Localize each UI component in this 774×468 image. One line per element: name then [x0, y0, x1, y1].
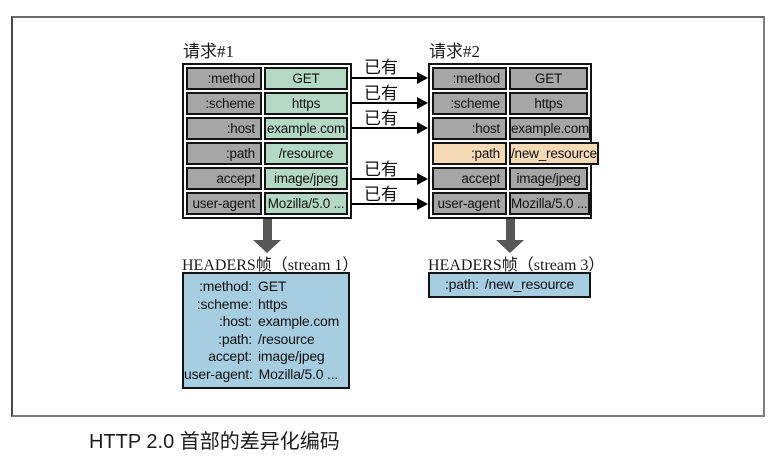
frame-key: accept:	[208, 348, 252, 364]
table-row: accept image/jpeg	[186, 167, 348, 190]
header-key: user-agent	[432, 192, 507, 215]
table-row: :host example.com	[432, 117, 592, 140]
frame-key: user-agent:	[184, 365, 253, 382]
arrow-label: 已有	[364, 58, 398, 77]
header-key: :method	[186, 67, 262, 90]
frame-value: example.com	[258, 313, 340, 329]
table-row: :scheme https	[432, 92, 588, 115]
header-value: GET	[264, 67, 348, 90]
arrow-label: 已有	[364, 185, 398, 204]
header-key: :host	[432, 117, 507, 140]
frame-key: :scheme:	[196, 295, 252, 312]
arrow-down-icon	[496, 219, 524, 253]
header-key: :scheme	[432, 92, 507, 115]
table-row: user-agent Mozilla/5.0 ...	[186, 192, 348, 215]
table-row: :host example.com	[186, 117, 348, 140]
header-value: /resource	[264, 142, 348, 165]
frame3-title: HEADERS帧（stream 3）	[428, 257, 605, 274]
header-key: :host	[186, 117, 262, 140]
arrow-down-icon	[253, 219, 281, 253]
frame-line: :path: /resource	[184, 331, 348, 349]
table-row: :path /resource	[186, 142, 348, 165]
frame-key: :path:	[218, 330, 252, 347]
header-value: Mozilla/5.0 ...	[264, 192, 348, 215]
request1-title: 请求#1	[183, 42, 234, 61]
arrow-label: 已有	[364, 84, 398, 103]
frame-value: https	[258, 295, 288, 312]
arrow-right-icon	[352, 122, 428, 134]
frame-key: :path:	[444, 276, 479, 293]
header-key: :path	[432, 142, 507, 165]
header-value: example.com	[264, 117, 348, 140]
header-key: accept	[186, 167, 262, 190]
header-value: Mozilla/5.0 ...	[509, 192, 590, 215]
header-key: :path	[186, 142, 262, 165]
frame-line: :host: example.com	[184, 313, 348, 331]
header-key: user-agent	[186, 192, 262, 215]
frame3-box: :path: /new_resource	[428, 272, 591, 298]
request2-title: 请求#2	[429, 42, 480, 61]
header-value: image/jpeg	[264, 167, 348, 190]
arrow-label: 已有	[364, 109, 398, 128]
frame-line: user-agent: Mozilla/5.0 ...	[184, 366, 348, 384]
frame1-title: HEADERS帧（stream 1）	[182, 257, 359, 274]
frame-line: :scheme: https	[184, 296, 348, 314]
table-row: user-agent Mozilla/5.0 ...	[432, 192, 590, 215]
header-value: example.com	[509, 117, 592, 140]
frame-value: image/jpeg	[258, 348, 325, 364]
header-value: https	[509, 92, 588, 115]
header-value: GET	[509, 67, 588, 90]
arrow-right-icon	[352, 72, 428, 84]
frame-line: :path: /new_resource	[430, 276, 589, 294]
table-row: :method GET	[432, 67, 588, 90]
frame1-box: :method: GET :scheme: https :host: examp…	[182, 272, 350, 389]
arrow-label: 已有	[364, 160, 398, 179]
table-row: :method GET	[186, 67, 348, 90]
frame-key: :host:	[218, 313, 252, 329]
header-key: accept	[432, 167, 507, 190]
header-value: /new_resource	[509, 142, 599, 165]
request2-table: :method GET :scheme https :host example.…	[428, 63, 599, 219]
frame-value: /new_resource	[484, 276, 575, 293]
frame-line: accept: image/jpeg	[184, 348, 348, 366]
figure-border	[11, 16, 765, 417]
frame-value: Mozilla/5.0 ...	[258, 365, 339, 382]
arrow-right-icon	[352, 97, 428, 109]
table-row: :scheme https	[186, 92, 348, 115]
arrow-right-icon	[352, 198, 428, 210]
frame-key: :method:	[199, 278, 252, 294]
header-value: https	[264, 92, 348, 115]
header-value: image/jpeg	[509, 167, 588, 190]
header-key: :scheme	[186, 92, 262, 115]
frame-value: /resource	[258, 330, 315, 347]
header-key: :method	[432, 67, 507, 90]
frame-line: :method: GET	[184, 278, 348, 296]
request1-table: :method GET :scheme https :host example.…	[182, 63, 352, 219]
frame-value: GET	[258, 278, 287, 294]
table-row: accept image/jpeg	[432, 167, 588, 190]
figure-caption: HTTP 2.0 首部的差异化编码	[89, 431, 340, 453]
arrow-right-icon	[352, 173, 428, 185]
table-row-changed: :path /new_resource	[432, 142, 599, 165]
